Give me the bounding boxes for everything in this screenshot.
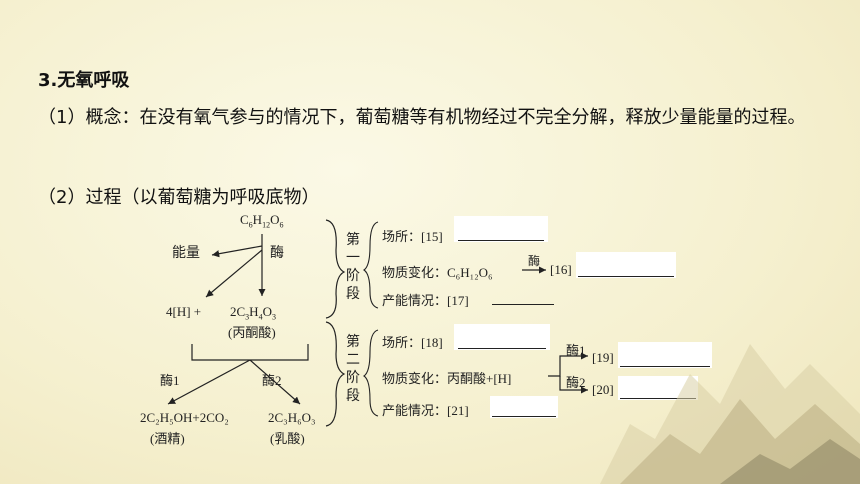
small-brace-stage2 <box>363 329 379 417</box>
blank-line-20 <box>620 398 696 399</box>
arrow-enzyme1 <box>548 352 588 377</box>
mountain-decoration-icon <box>600 344 860 484</box>
blank-15 <box>454 216 548 242</box>
s2-result2: [20] <box>592 382 614 397</box>
enzyme1-label: 酶1 <box>160 373 180 388</box>
blank-line-16 <box>578 276 674 277</box>
arrow-to-ethanol <box>167 359 251 405</box>
section-heading: 3.无氧呼吸 <box>38 70 130 91</box>
blank-line-18 <box>458 348 546 349</box>
blank-line-21 <box>492 416 556 417</box>
s2-enzyme1: 酶1 <box>566 343 586 358</box>
stage2-label: 第二阶段 <box>346 335 360 404</box>
ethanol-name: (酒精) <box>150 431 185 446</box>
lactate-name: (乳酸) <box>270 431 305 446</box>
s1-place: 场所：[15] <box>382 229 443 244</box>
blank-line-17 <box>492 304 554 305</box>
energy-label: 能量 <box>172 246 200 261</box>
s1-energy: 产能情况：[17] <box>382 293 469 308</box>
blank-line-15 <box>458 240 544 241</box>
arrow-enzyme2 <box>559 376 588 394</box>
nadh-label: 4[H] + <box>166 304 202 319</box>
blank-line-19 <box>620 366 710 367</box>
arrow-to-lactate <box>249 359 301 405</box>
s2-enzyme2: 酶2 <box>566 375 586 390</box>
s2-energy: 产能情况：[21] <box>382 403 469 418</box>
enzyme-label: 酶 <box>270 246 284 261</box>
concept-paragraph: （1）概念：在没有氧气参与的情况下，葡萄糖等有机物经过不完全分解，释放少量能量的… <box>38 107 806 128</box>
pyruvate-formula: 2C3H4O3 <box>230 304 276 322</box>
brace-stage2 <box>325 321 346 427</box>
blank-18 <box>454 324 550 350</box>
blank-19 <box>618 342 712 368</box>
join-bracket <box>191 344 309 361</box>
glucose-formula: C6H12O6 <box>240 212 284 230</box>
brace-stage1 <box>325 219 346 319</box>
s2-change: 物质变化：丙酮酸+[H] <box>382 371 512 386</box>
pyruvate-name: (丙酮酸) <box>228 325 276 340</box>
lactate-formula: 2C₃H₆O₃ <box>268 410 316 425</box>
s1-change: 物质变化：C₆H₁₂O₆ <box>382 265 493 280</box>
blank-21 <box>490 396 558 418</box>
s2-result1: [19] <box>592 350 614 365</box>
ethanol-formula: 2C₂H₅OH+2CO₂ <box>140 410 229 425</box>
arrow-to-nadh <box>205 249 263 298</box>
s1-enzyme: 酶 <box>528 254 541 268</box>
enzyme2-label: 酶2 <box>262 373 282 388</box>
blank-16 <box>576 252 676 278</box>
arrow-to-energy <box>211 245 263 258</box>
process-paragraph: （2）过程（以葡萄糖为呼吸底物） <box>38 187 320 208</box>
s1-result: [16] <box>550 262 572 277</box>
s2-place: 场所：[18] <box>382 335 443 350</box>
small-brace-stage1 <box>363 221 379 309</box>
stage1-label: 第一阶段 <box>346 233 360 302</box>
